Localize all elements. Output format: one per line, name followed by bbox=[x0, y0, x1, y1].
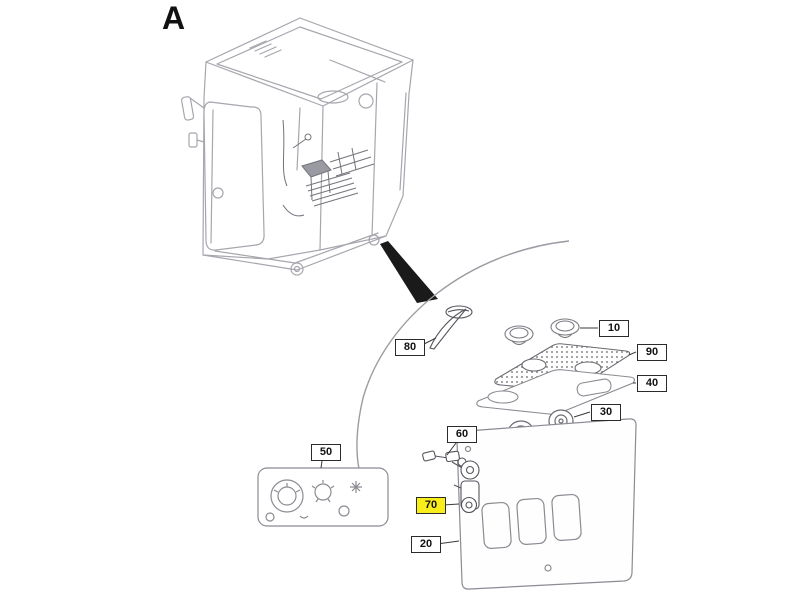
callout-10[interactable]: 10 bbox=[599, 320, 629, 337]
part-40-mounting-plate bbox=[476, 369, 635, 415]
part-20-panel bbox=[456, 418, 637, 590]
view-label: A bbox=[162, 0, 187, 36]
part-60-linkage bbox=[422, 450, 467, 470]
callout-50[interactable]: 50 bbox=[311, 444, 341, 461]
cab-interior bbox=[282, 119, 375, 217]
arrow-pointer bbox=[380, 241, 438, 303]
part-70-valve bbox=[453, 460, 480, 514]
part-50-control-panel-detail bbox=[257, 467, 389, 527]
callout-40[interactable]: 40 bbox=[637, 375, 667, 392]
part-90-perforated-plate bbox=[494, 343, 631, 392]
callout-70[interactable]: 70 bbox=[416, 497, 446, 514]
callout-90[interactable]: 90 bbox=[637, 344, 667, 361]
callout-80[interactable]: 80 bbox=[395, 339, 425, 356]
callout-30[interactable]: 30 bbox=[591, 404, 621, 421]
part-80-blade bbox=[429, 305, 473, 350]
callout-20[interactable]: 20 bbox=[411, 536, 441, 553]
part-10-caps bbox=[504, 318, 580, 346]
callout-60[interactable]: 60 bbox=[447, 426, 477, 443]
exploded-view-arc bbox=[356, 240, 570, 470]
cab-illustration bbox=[181, 17, 414, 276]
